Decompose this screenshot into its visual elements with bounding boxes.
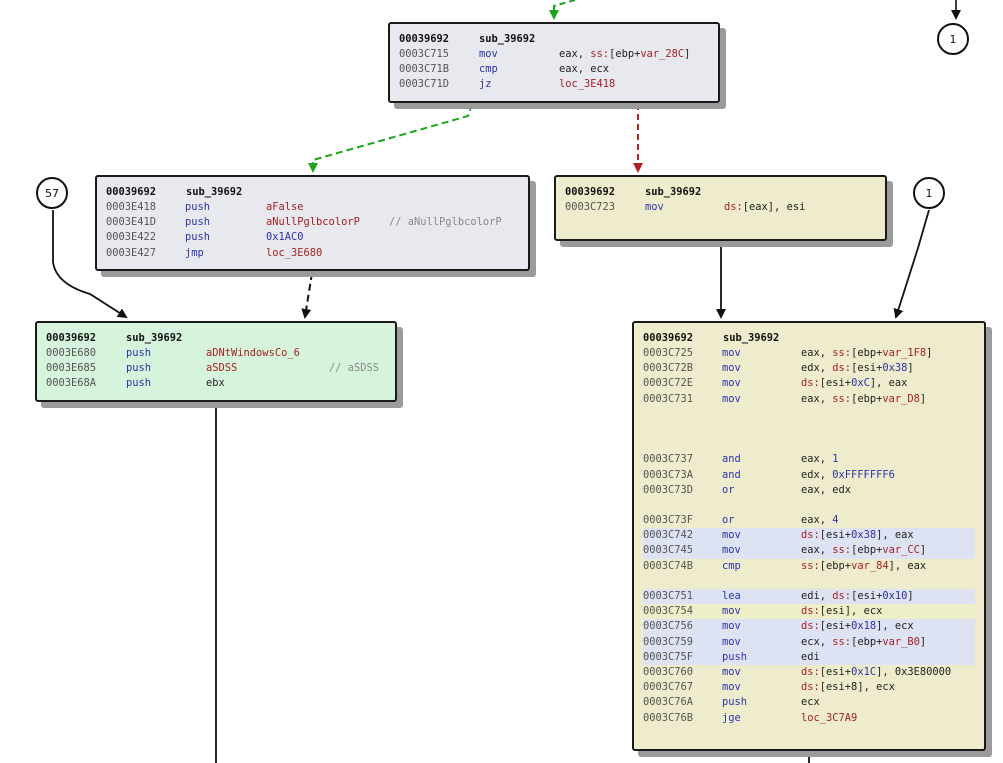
- edge-connector-57: [52, 210, 128, 319]
- connector-node-57[interactable]: 57: [36, 177, 68, 209]
- edge-connector-1-right: [893, 209, 930, 319]
- connector-node-1-top[interactable]: 1: [937, 23, 969, 55]
- edge-true-branch: [308, 103, 473, 173]
- edge-jmp-to-green: [301, 272, 313, 319]
- connector-node-1-right[interactable]: 1: [913, 177, 945, 209]
- edge-into-top-block: [549, 0, 576, 20]
